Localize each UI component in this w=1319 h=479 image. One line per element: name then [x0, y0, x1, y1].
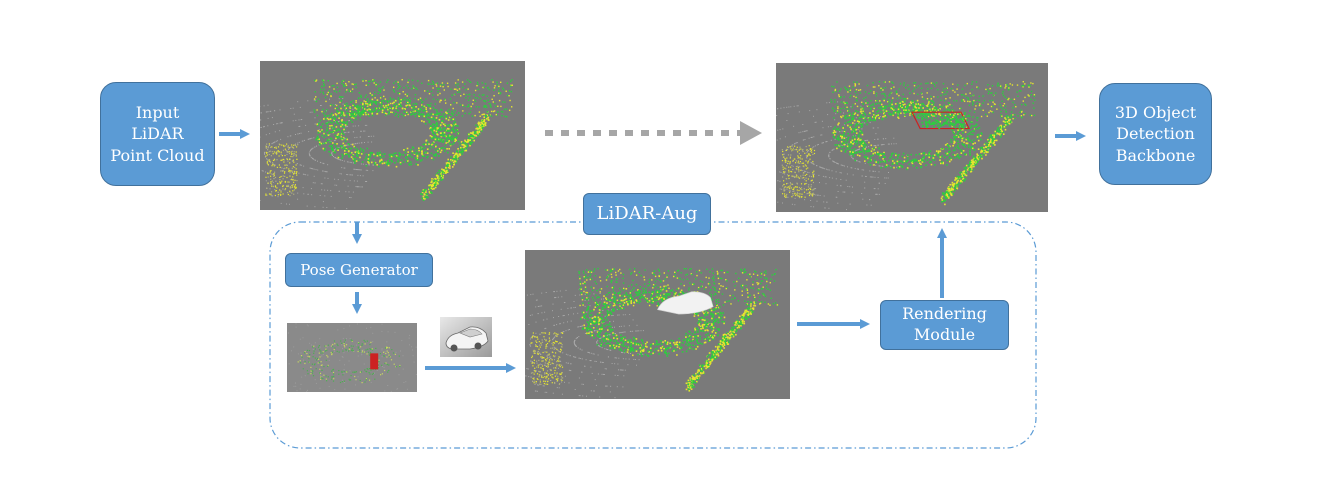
dotted-arrow-head	[740, 121, 762, 145]
lidar-aug-box: LiDAR-Aug	[583, 193, 711, 235]
augmented-scan-panel	[776, 63, 1048, 212]
inserted-car-model	[657, 291, 714, 315]
pose-generator-label: Pose Generator	[300, 260, 418, 279]
pose-generator-box: Pose Generator	[285, 253, 433, 287]
lidar-aug-label: LiDAR-Aug	[596, 202, 698, 224]
input-lidar-box: Input LiDAR Point Cloud	[100, 82, 215, 186]
rendering-module-label: Rendering Module	[902, 304, 987, 344]
detection-backbone-box: 3D Object Detection Backbone	[1099, 83, 1212, 185]
detection-backbone-label: 3D Object Detection Backbone	[1114, 102, 1197, 165]
bounding-box-outline	[911, 111, 971, 130]
scene-with-car-panel	[525, 250, 790, 399]
input-scan-panel	[260, 61, 525, 210]
input-lidar-label: Input LiDAR Point Cloud	[110, 102, 205, 165]
car-model-icon	[440, 317, 492, 357]
bounding-box-marker	[370, 353, 379, 370]
rendering-module-box: Rendering Module	[880, 300, 1009, 350]
pose-map-panel	[287, 323, 417, 392]
